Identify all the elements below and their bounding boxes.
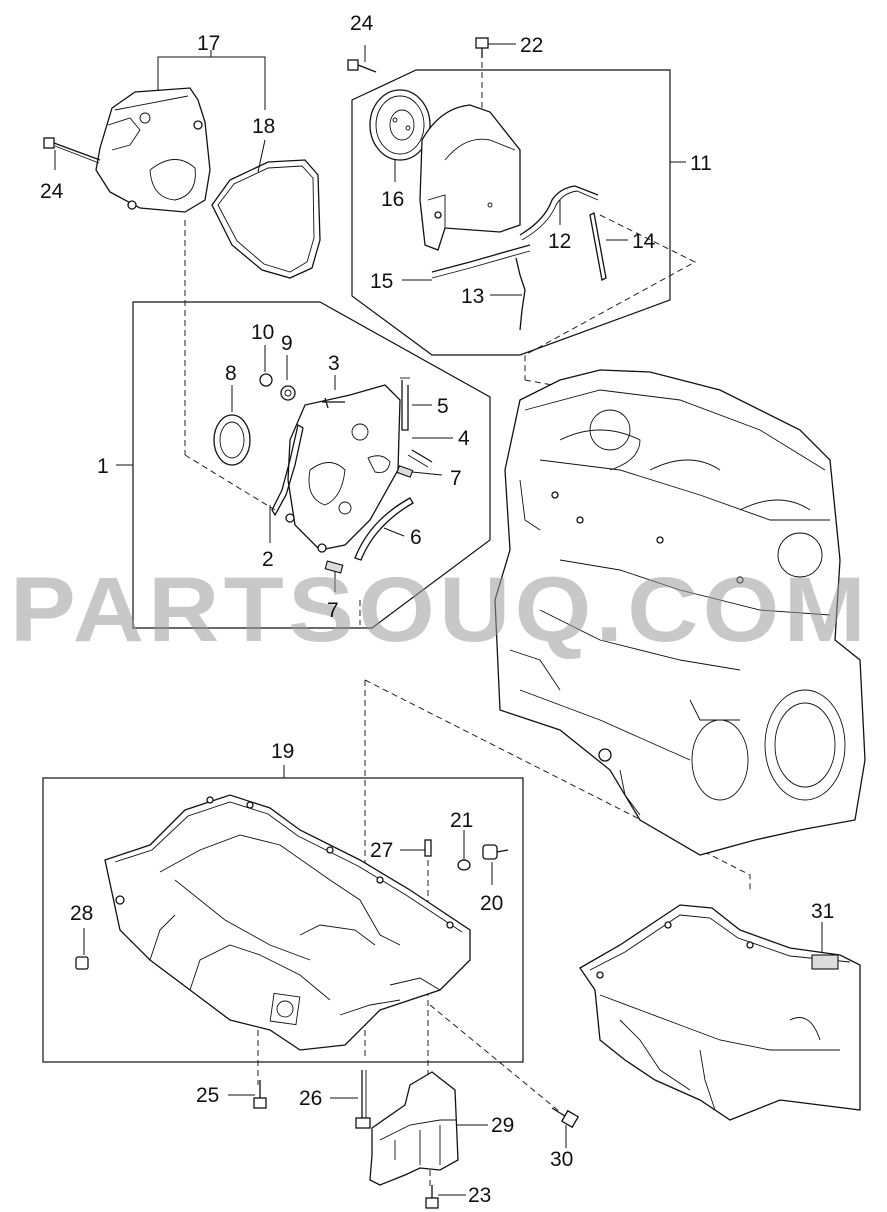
callout-21: 21 bbox=[450, 809, 473, 832]
bolt-part-26 bbox=[355, 1070, 371, 1129]
callout-7-lower: 7 bbox=[327, 599, 339, 622]
callout-10: 10 bbox=[251, 321, 274, 344]
seal-strip-part-15 bbox=[431, 244, 531, 279]
tensioner-arm-part-6 bbox=[354, 497, 414, 561]
seal-strip-part-14 bbox=[589, 212, 607, 281]
group-box-11 bbox=[351, 69, 671, 356]
callout-9: 9 bbox=[281, 332, 293, 355]
callout-28: 28 bbox=[70, 902, 93, 925]
washer-part-10 bbox=[259, 373, 273, 387]
lever-part-5 bbox=[400, 377, 410, 431]
oil-seal-part-8 bbox=[213, 414, 251, 466]
callout-8: 8 bbox=[225, 362, 237, 385]
group-box-1 bbox=[132, 301, 491, 629]
bolt-24-left bbox=[43, 137, 101, 164]
bolt-part-3 bbox=[322, 397, 345, 409]
callout-4: 4 bbox=[458, 427, 470, 450]
callout-7-upper: 7 bbox=[450, 467, 462, 490]
nut-part-9 bbox=[280, 385, 296, 401]
callout-17: 17 bbox=[197, 32, 220, 55]
callout-11: 11 bbox=[690, 152, 712, 175]
washer-part-21 bbox=[457, 859, 471, 871]
oil-pan-secondary-part bbox=[579, 904, 861, 1121]
bolt-part-30 bbox=[551, 1107, 580, 1129]
callout-1: 1 bbox=[97, 455, 109, 478]
gasket-part bbox=[211, 159, 321, 279]
leader-lines bbox=[54, 43, 823, 1196]
pulley-part bbox=[369, 89, 431, 161]
callout-27: 27 bbox=[370, 839, 393, 862]
callout-3: 3 bbox=[328, 352, 340, 375]
callout-2: 2 bbox=[262, 548, 274, 571]
pin-part-27 bbox=[424, 839, 432, 857]
callout-31: 31 bbox=[811, 900, 834, 923]
callout-6: 6 bbox=[410, 526, 422, 549]
callout-14: 14 bbox=[632, 230, 656, 253]
callout-24-top: 24 bbox=[350, 12, 374, 35]
bolt-22 bbox=[475, 37, 489, 58]
callout-12: 12 bbox=[548, 230, 571, 253]
callout-22: 22 bbox=[520, 34, 543, 57]
callout-15: 15 bbox=[370, 270, 393, 293]
guide-part-2 bbox=[271, 423, 304, 517]
callout-5: 5 bbox=[437, 395, 449, 418]
callout-13: 13 bbox=[461, 285, 484, 308]
callout-29: 29 bbox=[491, 1114, 514, 1137]
group-box-19 bbox=[42, 777, 524, 1063]
drain-plug-part-20 bbox=[482, 844, 509, 860]
timing-cover-upper-part bbox=[95, 87, 211, 213]
pin-part-4 bbox=[407, 449, 433, 468]
bolt-part-25 bbox=[253, 1080, 267, 1109]
engine-block-part bbox=[494, 369, 866, 856]
baffle-part-29 bbox=[369, 1071, 459, 1186]
timing-cover-part bbox=[419, 104, 521, 251]
cover-gasket-part-12 bbox=[519, 185, 599, 241]
watermark-text: PARTSOUQ.COM bbox=[10, 559, 870, 661]
callout-20: 20 bbox=[480, 892, 503, 915]
bolt-24-top bbox=[347, 59, 377, 73]
callout-labels: 17 18 24 24 22 11 16 12 14 15 13 10 9 3 … bbox=[40, 12, 834, 1207]
seal-strip-part-13 bbox=[515, 257, 526, 331]
callout-19: 19 bbox=[271, 740, 294, 763]
plug-part-28 bbox=[75, 956, 89, 970]
oil-pan-part bbox=[104, 794, 471, 1051]
callout-23: 23 bbox=[468, 1184, 491, 1207]
callout-26: 26 bbox=[299, 1087, 322, 1110]
bolt-part-23 bbox=[425, 1185, 439, 1209]
dowel-part-7-lower bbox=[324, 560, 344, 574]
callout-16: 16 bbox=[381, 188, 404, 211]
callout-24-left: 24 bbox=[40, 180, 64, 203]
dowel-part-7-upper bbox=[396, 465, 414, 478]
callout-18: 18 bbox=[252, 115, 275, 138]
callout-30: 30 bbox=[550, 1148, 573, 1171]
front-case-part bbox=[285, 384, 401, 553]
callout-25: 25 bbox=[196, 1084, 219, 1107]
